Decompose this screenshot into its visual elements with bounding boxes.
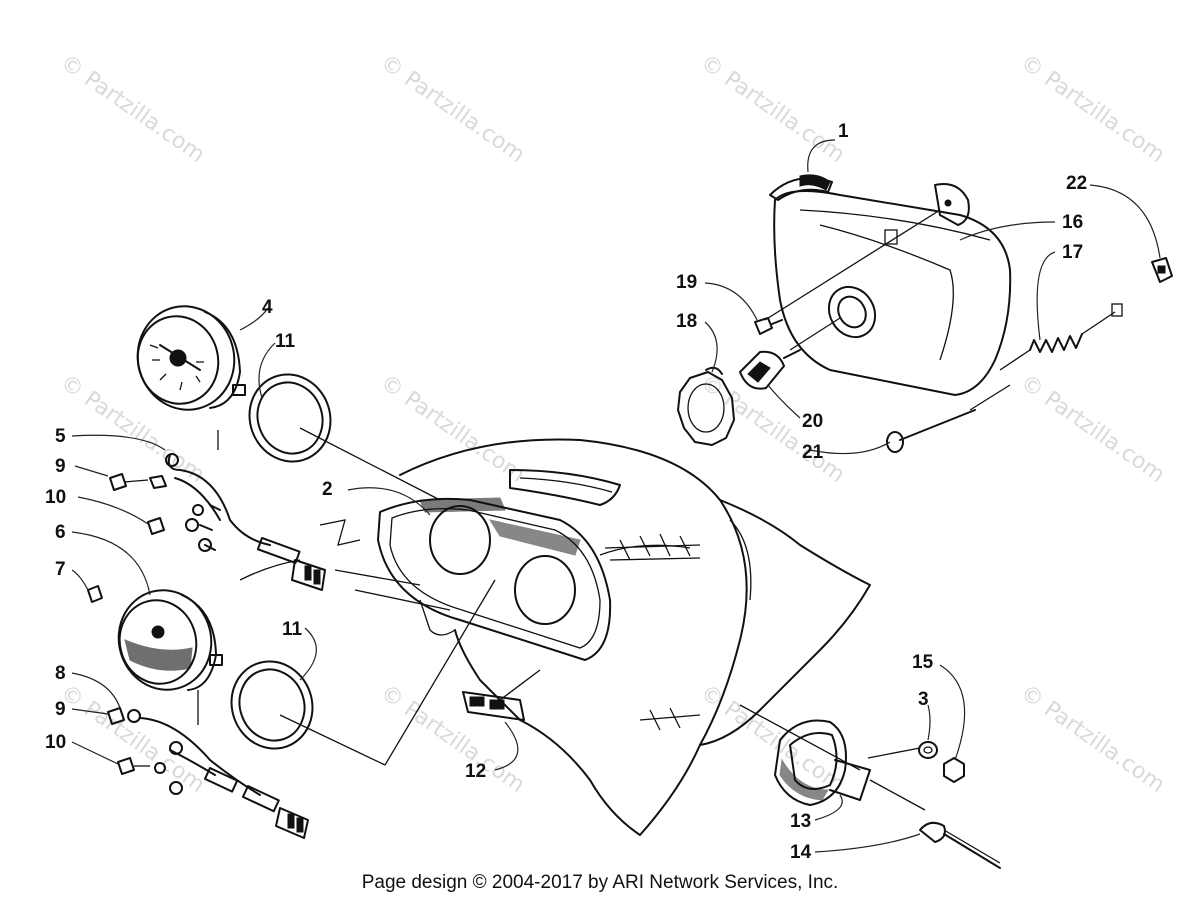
trim-strip[interactable] xyxy=(769,174,833,201)
wiring-harness[interactable] xyxy=(149,453,326,591)
wiring-harness[interactable] xyxy=(107,707,309,839)
callout-14[interactable]: 14 xyxy=(790,842,812,863)
callout-22[interactable]: 22 xyxy=(1066,173,1088,194)
callout-6[interactable]: 6 xyxy=(55,522,66,543)
callout-11[interactable]: 11 xyxy=(282,619,303,640)
indicator-bulb[interactable] xyxy=(147,504,212,552)
callout-11[interactable]: 11 xyxy=(275,331,296,352)
callout-17[interactable]: 17 xyxy=(1062,242,1084,263)
indicator-lights[interactable] xyxy=(462,691,525,721)
grip-housing[interactable] xyxy=(774,719,871,806)
callout-19[interactable]: 19 xyxy=(676,272,698,293)
callout-2[interactable]: 2 xyxy=(322,479,333,500)
indicator-bulb[interactable] xyxy=(117,757,150,775)
speedometer-cable[interactable] xyxy=(919,821,1001,869)
callout-5[interactable]: 5 xyxy=(55,426,66,447)
adjuster-screw[interactable] xyxy=(886,409,976,453)
copyright-footer: Page design © 2004-2017 by ARI Network S… xyxy=(361,872,839,893)
headlight-bulb[interactable] xyxy=(739,349,801,390)
washer[interactable] xyxy=(918,741,938,759)
screw[interactable] xyxy=(754,317,783,335)
indicator-bulb[interactable] xyxy=(109,473,149,491)
bezel-ring[interactable] xyxy=(237,363,342,473)
callout-9[interactable]: 9 xyxy=(55,699,66,720)
leader-lines xyxy=(71,139,1161,853)
callout-15[interactable]: 15 xyxy=(912,652,934,673)
tachometer[interactable] xyxy=(126,295,246,420)
adjuster-spring[interactable] xyxy=(1029,303,1123,353)
callout-8[interactable]: 8 xyxy=(55,663,66,684)
callout-16[interactable]: 16 xyxy=(1062,212,1084,233)
callout-10[interactable]: 10 xyxy=(45,487,67,508)
callout-10[interactable]: 10 xyxy=(45,732,67,753)
bezel-ring[interactable] xyxy=(219,650,324,760)
callout-7[interactable]: 7 xyxy=(55,559,66,580)
speedometer[interactable] xyxy=(108,580,223,700)
callout-4[interactable]: 4 xyxy=(262,297,273,318)
bulb-socket[interactable] xyxy=(820,278,884,345)
console-hood[interactable] xyxy=(399,438,871,836)
callout-18[interactable]: 18 xyxy=(676,311,698,332)
callout-1[interactable]: 1 xyxy=(838,121,849,142)
callout-9[interactable]: 9 xyxy=(55,456,66,477)
headlight-housing[interactable] xyxy=(773,183,1012,396)
callout-20[interactable]: 20 xyxy=(802,411,824,432)
callout-21[interactable]: 21 xyxy=(802,442,824,463)
gauge-panel[interactable] xyxy=(377,497,612,661)
retaining-cap[interactable] xyxy=(677,366,735,446)
callout-12[interactable]: 12 xyxy=(465,761,487,782)
indicator-bulb[interactable] xyxy=(87,585,103,603)
callout-13[interactable]: 13 xyxy=(790,811,812,832)
nut[interactable] xyxy=(943,757,965,783)
clip-nut[interactable] xyxy=(1151,257,1173,283)
callout-3[interactable]: 3 xyxy=(918,689,929,710)
